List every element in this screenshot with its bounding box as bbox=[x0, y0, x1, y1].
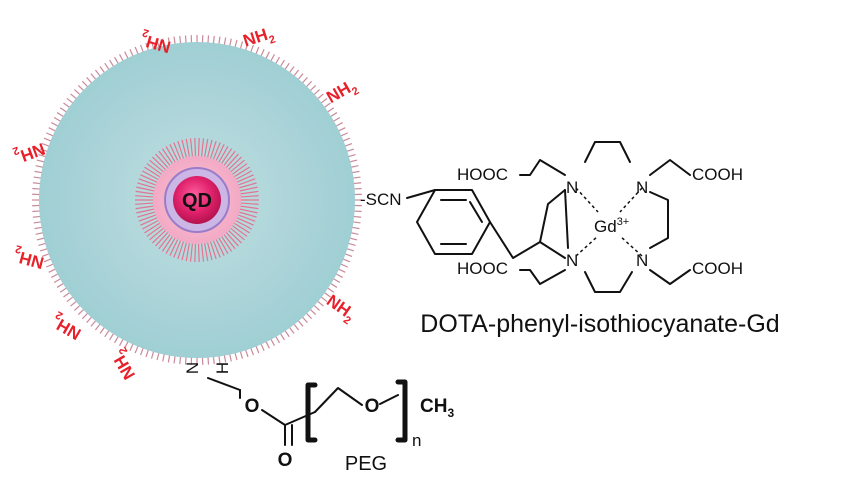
gadolinium-ion: Gd3+ bbox=[594, 216, 629, 236]
carbonyl-oxygen: O bbox=[278, 450, 293, 471]
amine-group: NH2 bbox=[11, 135, 48, 167]
amine-label: NH2 bbox=[321, 291, 359, 327]
peg-caption: PEG bbox=[345, 453, 387, 475]
hooc-bottom: HOOC bbox=[457, 259, 508, 278]
cooh-bottom: COOH bbox=[692, 259, 743, 278]
benzene-ring bbox=[416, 189, 491, 255]
amine-label: NH2 bbox=[241, 23, 277, 54]
amine-label: NH2 bbox=[107, 345, 142, 383]
cooh-top: COOH bbox=[692, 165, 743, 184]
ester-oxygen: O bbox=[245, 396, 260, 417]
amine-group: NH2 bbox=[48, 308, 86, 343]
amine-label: NH2 bbox=[11, 242, 47, 272]
nitrogen-2: N bbox=[636, 178, 648, 197]
hooc-top: HOOC bbox=[457, 165, 508, 184]
qd-core-label: QD bbox=[182, 190, 212, 212]
amine-group: NH2 bbox=[323, 75, 361, 110]
amine-label: NH2 bbox=[323, 75, 361, 110]
methyl-group: CH3 bbox=[420, 396, 454, 420]
dota-caption: DOTA-phenyl-isothiocyanate-Gd bbox=[420, 310, 779, 338]
peg-chain: N H O O O n CH3 PEG bbox=[183, 362, 454, 475]
nitrogen-1: N bbox=[566, 178, 578, 197]
amine-group: NH2 bbox=[241, 23, 277, 54]
amine-label: NH2 bbox=[11, 135, 48, 167]
nanoparticle: QD bbox=[32, 35, 362, 365]
nitrogen-4: N bbox=[636, 251, 648, 270]
repeat-n: n bbox=[412, 431, 421, 450]
ether-oxygen: O bbox=[365, 396, 380, 417]
amine-label: NH2 bbox=[48, 308, 86, 343]
amine-group: NH2 bbox=[107, 345, 142, 383]
amide-hydrogen: H bbox=[213, 362, 232, 374]
dota-chelate: -SCN HOOC COOH HOOC COOH N N N N Gd3+ bbox=[360, 141, 780, 338]
scn-linker: -SCN bbox=[360, 190, 402, 209]
amide-nitrogen: N bbox=[183, 362, 202, 374]
qd-core bbox=[173, 176, 221, 224]
amine-group: NH2 bbox=[321, 291, 359, 327]
amine-group: NH2 bbox=[11, 242, 47, 272]
nitrogen-3: N bbox=[566, 251, 578, 270]
